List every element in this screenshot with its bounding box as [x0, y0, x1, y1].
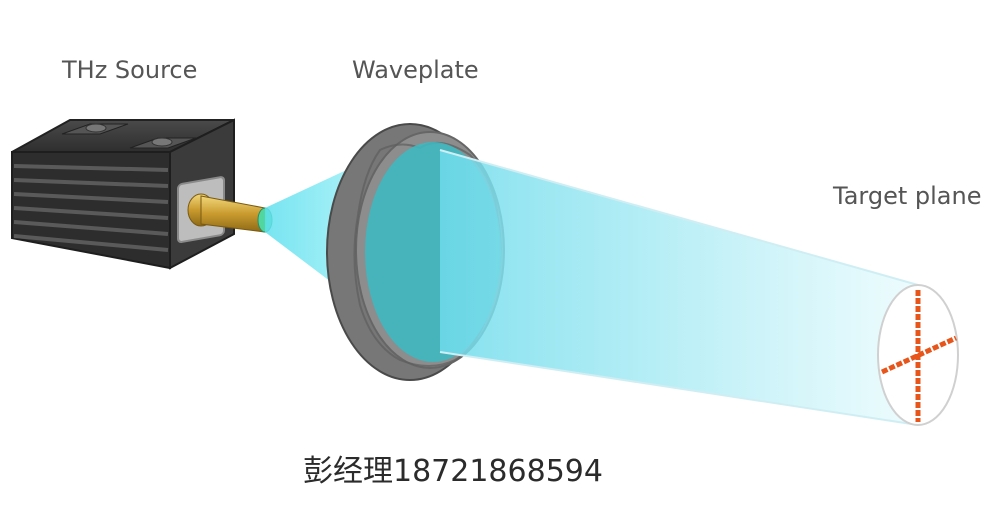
target-plane	[877, 284, 959, 426]
pattern-diagonal-line	[880, 335, 958, 375]
thz-source-label: THz Source	[62, 56, 198, 84]
contact-text: 彭经理18721868594	[303, 454, 603, 489]
connector-icon	[61, 123, 129, 135]
device-ribs	[13, 164, 169, 252]
beam-main	[440, 150, 918, 425]
waveplate-label: Waveplate	[352, 56, 479, 84]
connector-icon	[129, 137, 197, 149]
beam-edge-top	[439, 149, 919, 286]
target-plane-label: Target plane	[833, 182, 982, 210]
thz-source-device	[11, 118, 273, 270]
beam-edge-bottom	[439, 351, 919, 426]
